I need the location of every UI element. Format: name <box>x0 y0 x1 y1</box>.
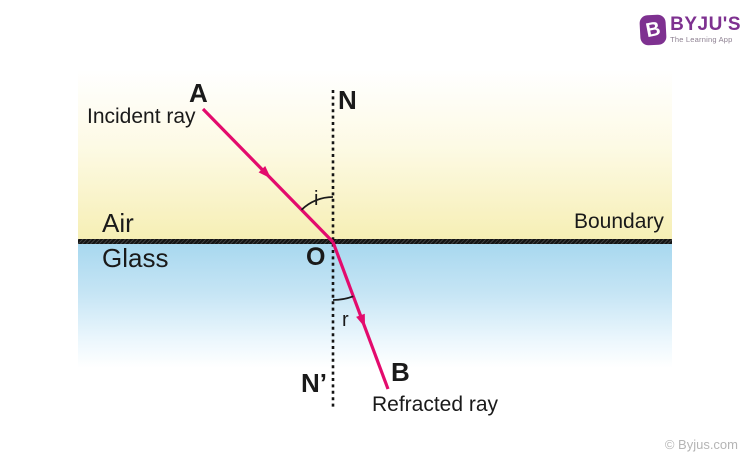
normal-top-label: N <box>338 85 357 115</box>
normal-bottom-label: N’ <box>301 368 327 398</box>
air-region <box>78 70 672 239</box>
boundary-line <box>78 239 672 244</box>
point-o-label: O <box>306 243 326 271</box>
refracted-ray-arrowhead <box>356 313 365 328</box>
incident-ray-arrowhead <box>258 166 271 179</box>
point-b-label: B <box>391 357 410 387</box>
refracted-ray-label: Refracted ray <box>372 393 499 416</box>
glass-region <box>78 244 672 368</box>
point-a-label: A <box>189 78 208 108</box>
glass-label: Glass <box>102 243 169 273</box>
byjus-brand-name: BYJU'S <box>670 14 741 35</box>
copyright-text: © Byjus.com <box>664 437 738 452</box>
angle-of-incidence-label: i <box>314 188 319 210</box>
boundary-label: Boundary <box>574 210 664 233</box>
angle-r-arc <box>332 295 354 301</box>
byjus-logo: B BYJU'S The Learning App <box>639 14 741 46</box>
air-label: Air <box>102 208 134 238</box>
incident-ray-label: Incident ray <box>87 105 196 128</box>
angle-of-refraction-label: r <box>342 309 349 331</box>
angle-i-arc <box>300 196 334 211</box>
byjus-tagline: The Learning App <box>670 35 733 44</box>
